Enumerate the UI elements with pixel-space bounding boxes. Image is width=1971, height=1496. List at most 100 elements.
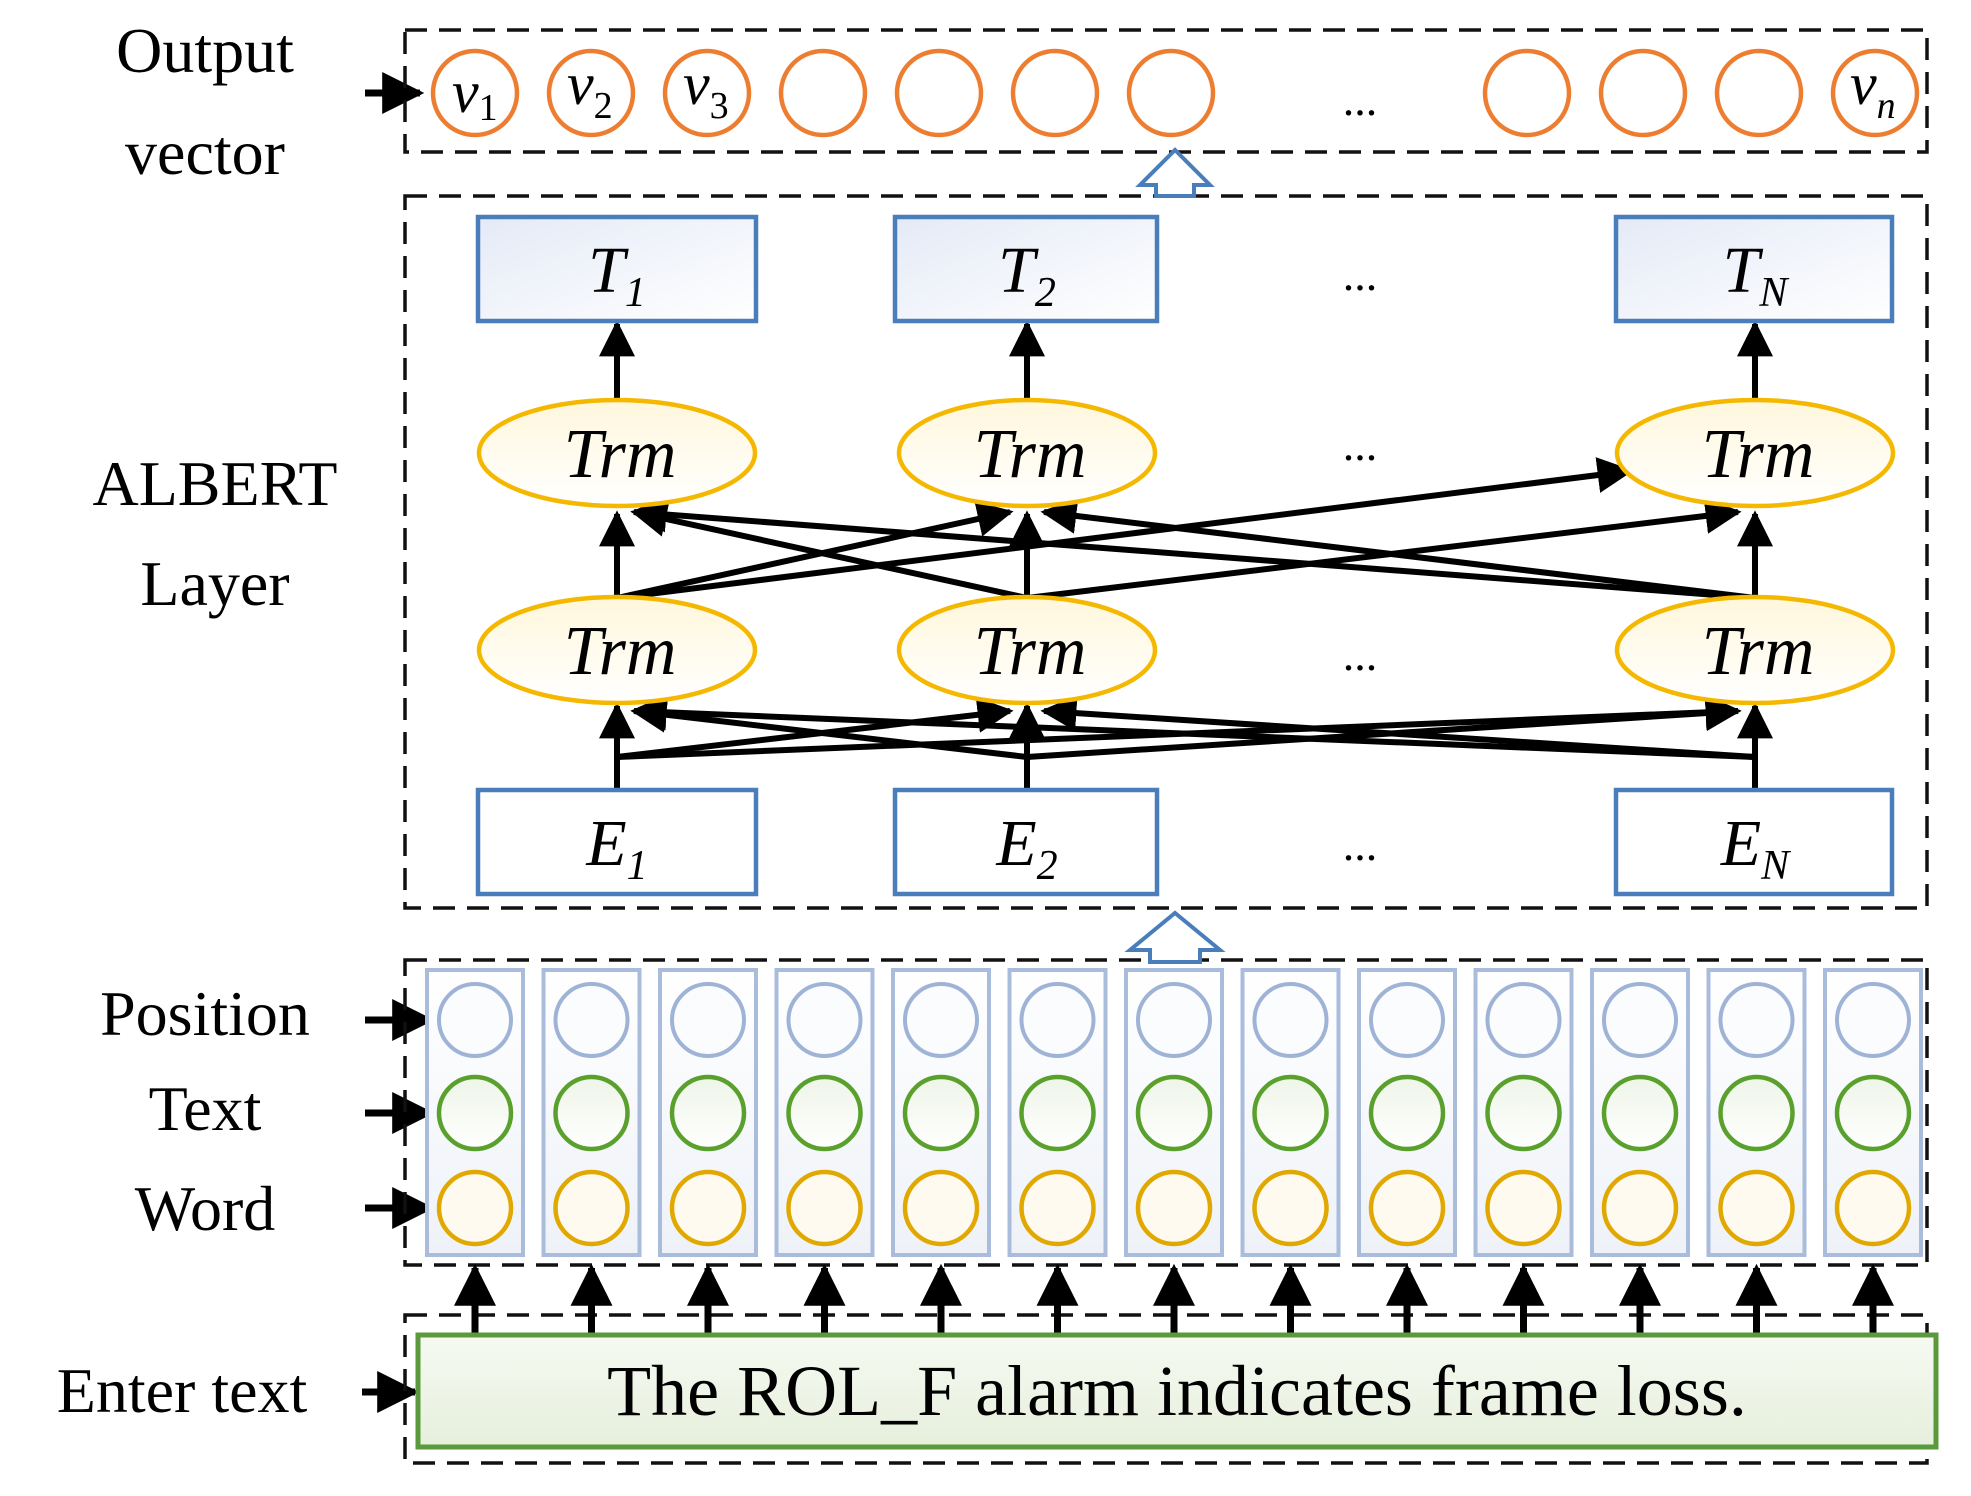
text-embedding-node: [1019, 1074, 1096, 1152]
position-embedding-node: [670, 982, 746, 1058]
trm-lower-row: [476, 594, 1896, 706]
output-node: [1714, 48, 1804, 138]
text-embedding-node: [1601, 1074, 1679, 1152]
output-vn: vn: [1850, 51, 1896, 127]
output-v1: v1: [452, 59, 498, 129]
word-embedding-node: [1019, 1169, 1096, 1247]
text-embedding-node: [1368, 1074, 1446, 1152]
t1-label: T1: [588, 234, 646, 316]
t-ellipsis: ...: [1343, 249, 1378, 300]
albert-layer-label: ALBERT: [92, 448, 337, 519]
output-v2: v2: [567, 51, 613, 127]
word-label: Word: [135, 1173, 276, 1244]
trm-node: [896, 594, 1158, 706]
position-embedding-node: [437, 982, 513, 1058]
position-embedding-node: [1136, 982, 1212, 1058]
trm-upper-ellipsis: ...: [1343, 419, 1378, 470]
trm-node: [476, 594, 758, 706]
word-embedding-node: [902, 1169, 980, 1247]
enter-text-label: Enter text: [57, 1355, 308, 1426]
trm-label: Trm: [974, 613, 1087, 690]
albert-to-output-arrow: [1135, 147, 1215, 198]
text-embedding-node: [1252, 1074, 1329, 1152]
trm-node: [1614, 594, 1896, 706]
output-vector-label-line2: vector: [125, 117, 285, 188]
text-embedding-node: [1135, 1074, 1213, 1152]
word-embedding-node: [1135, 1169, 1213, 1247]
position-embedding-node: [1835, 982, 1911, 1058]
position-embedding-node: [786, 982, 863, 1058]
position-embedding-node: [1252, 982, 1329, 1058]
output-node: [1010, 48, 1100, 138]
e-boxes: [475, 787, 1895, 897]
word-embedding-node: [553, 1169, 630, 1247]
trm-lower-ellipsis: ...: [1343, 629, 1378, 680]
embedding-columns: [425, 968, 1923, 1335]
t2-box: [892, 214, 1160, 324]
trm-label: Trm: [1702, 416, 1815, 493]
t1-box: [475, 214, 759, 324]
output-node: [894, 48, 984, 138]
e1-label: E1: [585, 807, 647, 889]
position-label: Position: [100, 978, 310, 1049]
output-node: [1126, 48, 1216, 138]
trm-node: [896, 397, 1158, 509]
trm-upper-row: [476, 397, 1896, 509]
e2-box: [892, 787, 1160, 897]
output-node: [778, 48, 868, 138]
en-label: EN: [1720, 807, 1791, 889]
word-embedding-node: [1368, 1169, 1446, 1247]
trm-node: [1614, 397, 1896, 509]
text-embedding-node: [1485, 1074, 1562, 1152]
input-text-box: [415, 1332, 1939, 1450]
output-node: [1598, 48, 1688, 138]
position-embedding-node: [553, 982, 630, 1058]
e-ellipsis: ...: [1343, 819, 1378, 870]
output-node: [546, 48, 636, 138]
t-boxes: [475, 214, 1895, 324]
input-frame: [403, 1313, 1929, 1465]
output-node: [1482, 48, 1572, 138]
output-ellipsis: ...: [1343, 74, 1378, 125]
text-embedding-node: [786, 1074, 863, 1152]
albert-layer-label-line2: Layer: [140, 548, 289, 619]
output-v3: v3: [683, 51, 729, 127]
t2-label: T2: [998, 234, 1056, 316]
word-embedding-node: [669, 1169, 747, 1247]
position-embedding-node: [903, 982, 979, 1058]
tn-label: TN: [1723, 234, 1790, 316]
text-embedding-node: [669, 1074, 747, 1152]
output-vector-label: Output: [116, 15, 294, 86]
e1-box: [475, 787, 759, 897]
output-node: [1830, 48, 1920, 138]
output-vector: [430, 48, 1920, 138]
output-frame: [403, 28, 1929, 154]
text-label: Text: [149, 1073, 262, 1144]
en-box: [1613, 787, 1895, 897]
tn-box: [1613, 214, 1895, 324]
word-embedding-node: [436, 1169, 514, 1247]
position-embedding-node: [1718, 982, 1795, 1058]
trm-node: [476, 397, 758, 509]
word-embedding-node: [1601, 1169, 1679, 1247]
input-sentence: The ROL_F alarm indicates frame loss.: [607, 1351, 1747, 1431]
word-embedding-node: [1252, 1169, 1329, 1247]
word-embedding-node: [786, 1169, 863, 1247]
text-embedding-node: [1718, 1074, 1795, 1152]
word-embedding-node: [1485, 1169, 1562, 1247]
output-node: [662, 48, 752, 138]
position-embedding-node: [1369, 982, 1445, 1058]
word-embedding-node: [1718, 1169, 1795, 1247]
trm-label: Trm: [1702, 613, 1815, 690]
position-embedding-node: [1602, 982, 1678, 1058]
trm-label: Trm: [564, 613, 677, 690]
position-embedding-node: [1019, 982, 1096, 1058]
attention-connections: [599, 320, 1773, 790]
text-embedding-node: [436, 1074, 514, 1152]
input-arrows: [362, 72, 435, 1413]
trm-label: Trm: [974, 416, 1087, 493]
word-embedding-node: [1834, 1169, 1912, 1247]
text-embedding-node: [553, 1074, 630, 1152]
text-embedding-node: [1834, 1074, 1912, 1152]
